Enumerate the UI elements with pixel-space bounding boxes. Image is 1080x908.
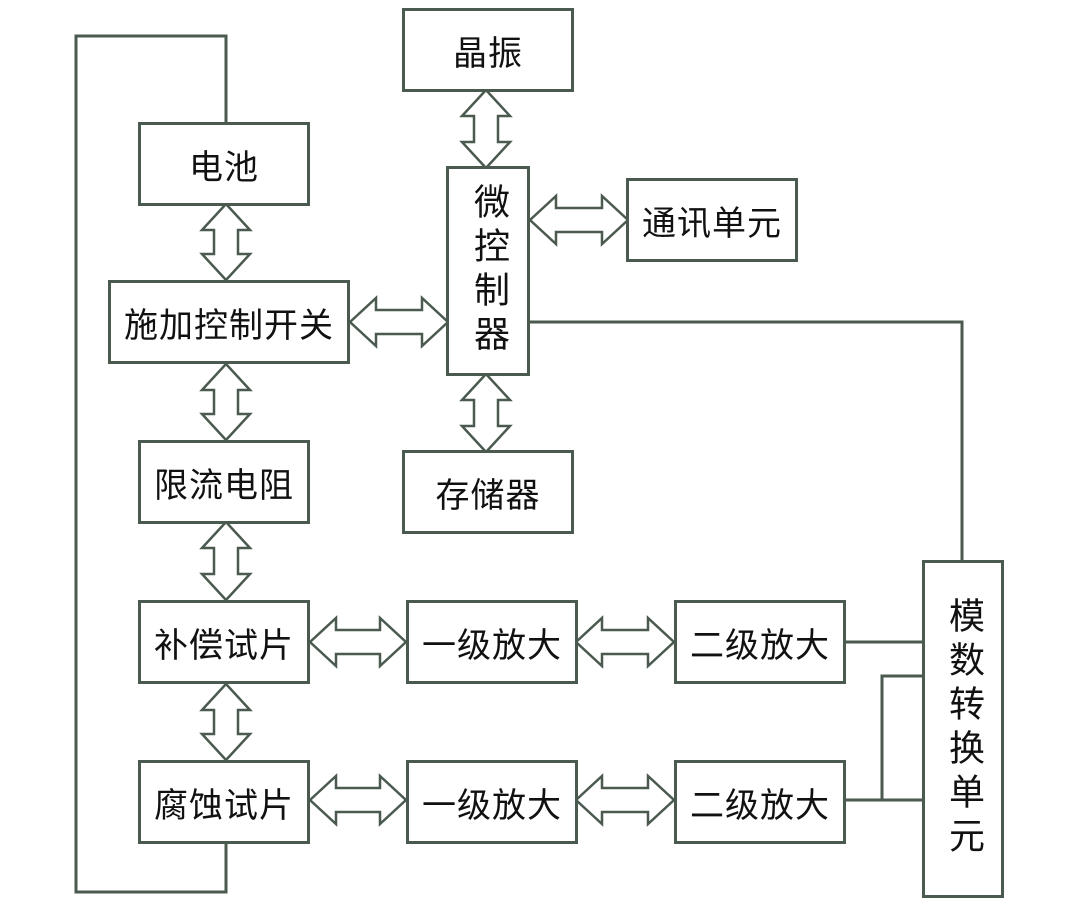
microcontroller-block: 微控制器 [446,166,530,376]
current-limiting-resistor-block: 限流电阻 [138,440,310,524]
arrow-comp-amp1-amp2 [574,615,676,669]
memory-block: 存储器 [402,450,574,534]
crystal-oscillator-block: 晶振 [402,8,574,92]
corrosion-piece-block: 腐蚀试片 [138,760,310,844]
arrow-comp-amp1 [308,615,408,669]
arrow-corr-amp1 [308,773,408,827]
arrow-battery-switch [199,202,253,282]
mcu-adc-wire [530,320,964,560]
apply-control-switch-block: 施加控制开关 [108,280,350,364]
arrow-mcu-memory [459,372,513,454]
arrow-resistor-comp [199,520,253,602]
compensation-first-amp-block: 一级放大 [406,600,578,684]
battery-block: 电池 [138,122,310,206]
corrosion-second-amp-block: 二级放大 [674,760,846,844]
arrow-switch-mcu [348,295,450,349]
adc-bracket-wire [880,674,922,800]
compensation-piece-block: 补偿试片 [138,600,310,684]
arrow-mcu-comm [528,193,630,247]
communication-unit-block: 通讯单元 [626,178,798,262]
corrosion-first-amp-block: 一级放大 [406,760,578,844]
arrow-corr-amp1-amp2 [574,773,676,827]
arrow-switch-resistor [199,362,253,442]
arrow-comp-corr [199,682,253,762]
adc-unit-block: 模数转换单元 [922,560,1004,898]
arrow-crystal-mcu [459,88,513,170]
compensation-second-amp-block: 二级放大 [674,600,846,684]
loop-wire [74,34,228,894]
